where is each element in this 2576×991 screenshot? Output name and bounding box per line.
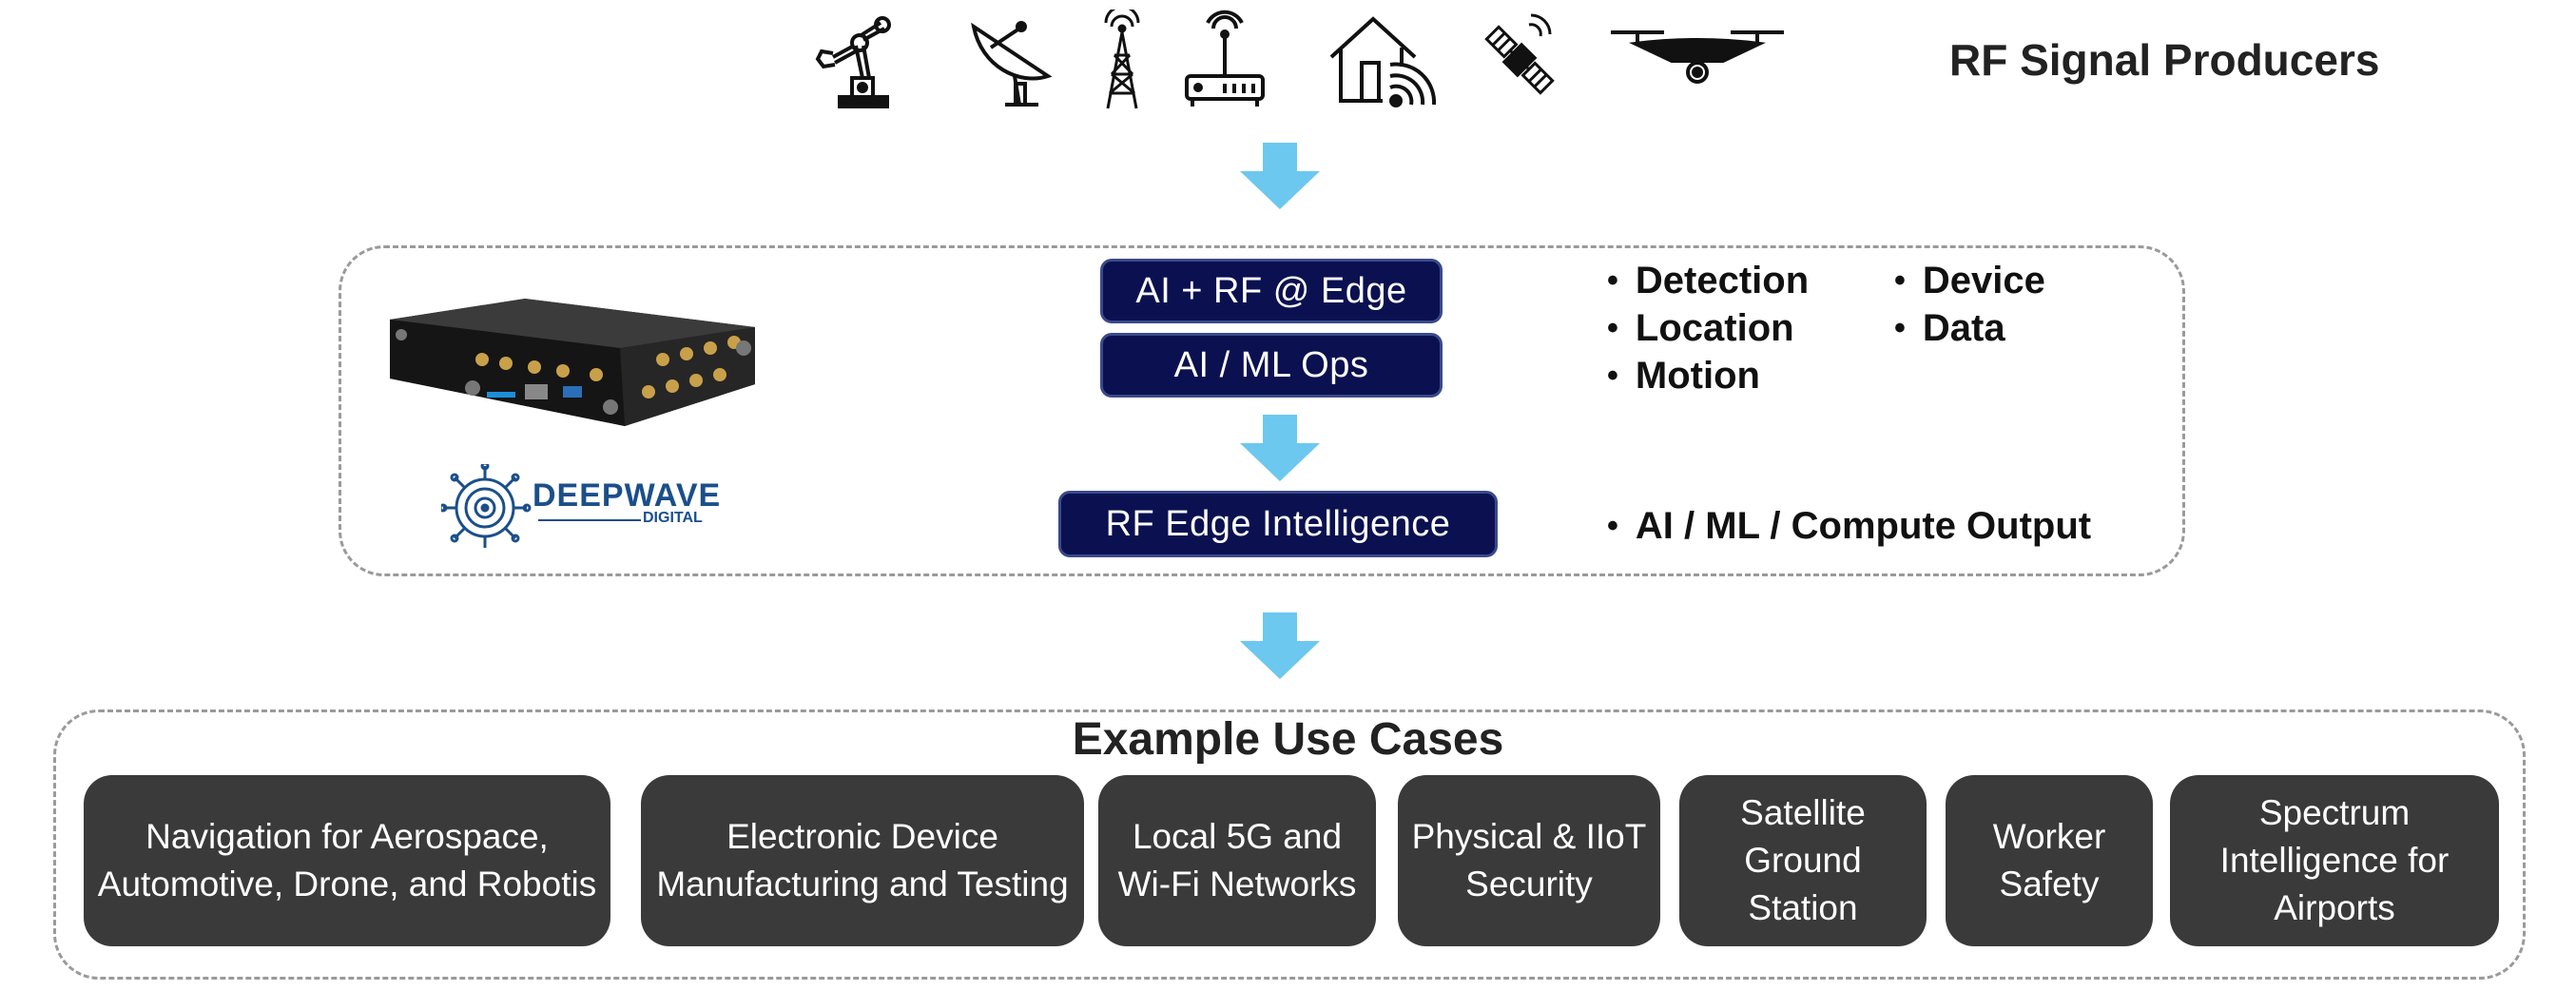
usecase-electronic-manufacturing: Electronic Device Manufacturing and Test…	[641, 775, 1084, 946]
robot-arm-icon	[806, 10, 911, 114]
edge-container	[339, 245, 2185, 576]
deepwave-logo	[438, 461, 536, 554]
usecase-5g-wifi: Local 5G and Wi-Fi Networks	[1098, 775, 1376, 946]
down-arrow-icon	[1240, 612, 1320, 679]
usecase-navigation: Navigation for Aerospace, Automotive, Dr…	[84, 775, 610, 946]
list-item: AI / ML / Compute Output	[1607, 502, 2091, 550]
ai-rf-edge-box: AI + RF @ Edge	[1100, 259, 1443, 323]
sdr-device-image	[382, 293, 763, 440]
drone-icon	[1607, 19, 1788, 95]
down-arrow-icon	[1240, 415, 1320, 481]
list-item: Data	[1894, 304, 2045, 352]
satellite-icon	[1472, 8, 1567, 112]
logo-underline	[538, 519, 641, 521]
down-arrow-icon	[1240, 143, 1320, 209]
smart-home-icon	[1324, 10, 1438, 114]
usecase-physical-iiot-security: Physical & IIoT Security	[1398, 775, 1660, 946]
usecase-spectrum-airports: Spectrum Intelligence for Airports	[2170, 775, 2499, 946]
producers-title: RF Signal Producers	[1949, 35, 2380, 85]
capability-list-2: Device Data	[1894, 257, 2045, 352]
list-item: Detection	[1607, 257, 1809, 304]
usecases-container	[53, 709, 2526, 980]
list-item: Location	[1607, 304, 1809, 352]
deepwave-logo-name: DEEPWAVE	[533, 477, 722, 514]
satellite-dish-icon	[962, 10, 1067, 114]
ai-ml-ops-box: AI / ML Ops	[1100, 333, 1443, 398]
output-list: AI / ML / Compute Output	[1607, 502, 2091, 550]
rf-edge-intelligence-box: RF Edge Intelligence	[1058, 491, 1498, 557]
cell-tower-icon	[1098, 10, 1146, 114]
capability-list-1: Detection Location Motion	[1607, 257, 1809, 399]
usecases-title: Example Use Cases	[1072, 714, 1504, 765]
list-item: Device	[1894, 257, 2045, 304]
deepwave-logo-sub: DIGITAL	[643, 510, 703, 526]
wifi-router-icon	[1177, 10, 1272, 114]
usecase-worker-safety: Worker Safety	[1946, 775, 2153, 946]
list-item: Motion	[1607, 352, 1809, 399]
usecase-satellite-ground-station: Satellite Ground Station	[1679, 775, 1927, 946]
